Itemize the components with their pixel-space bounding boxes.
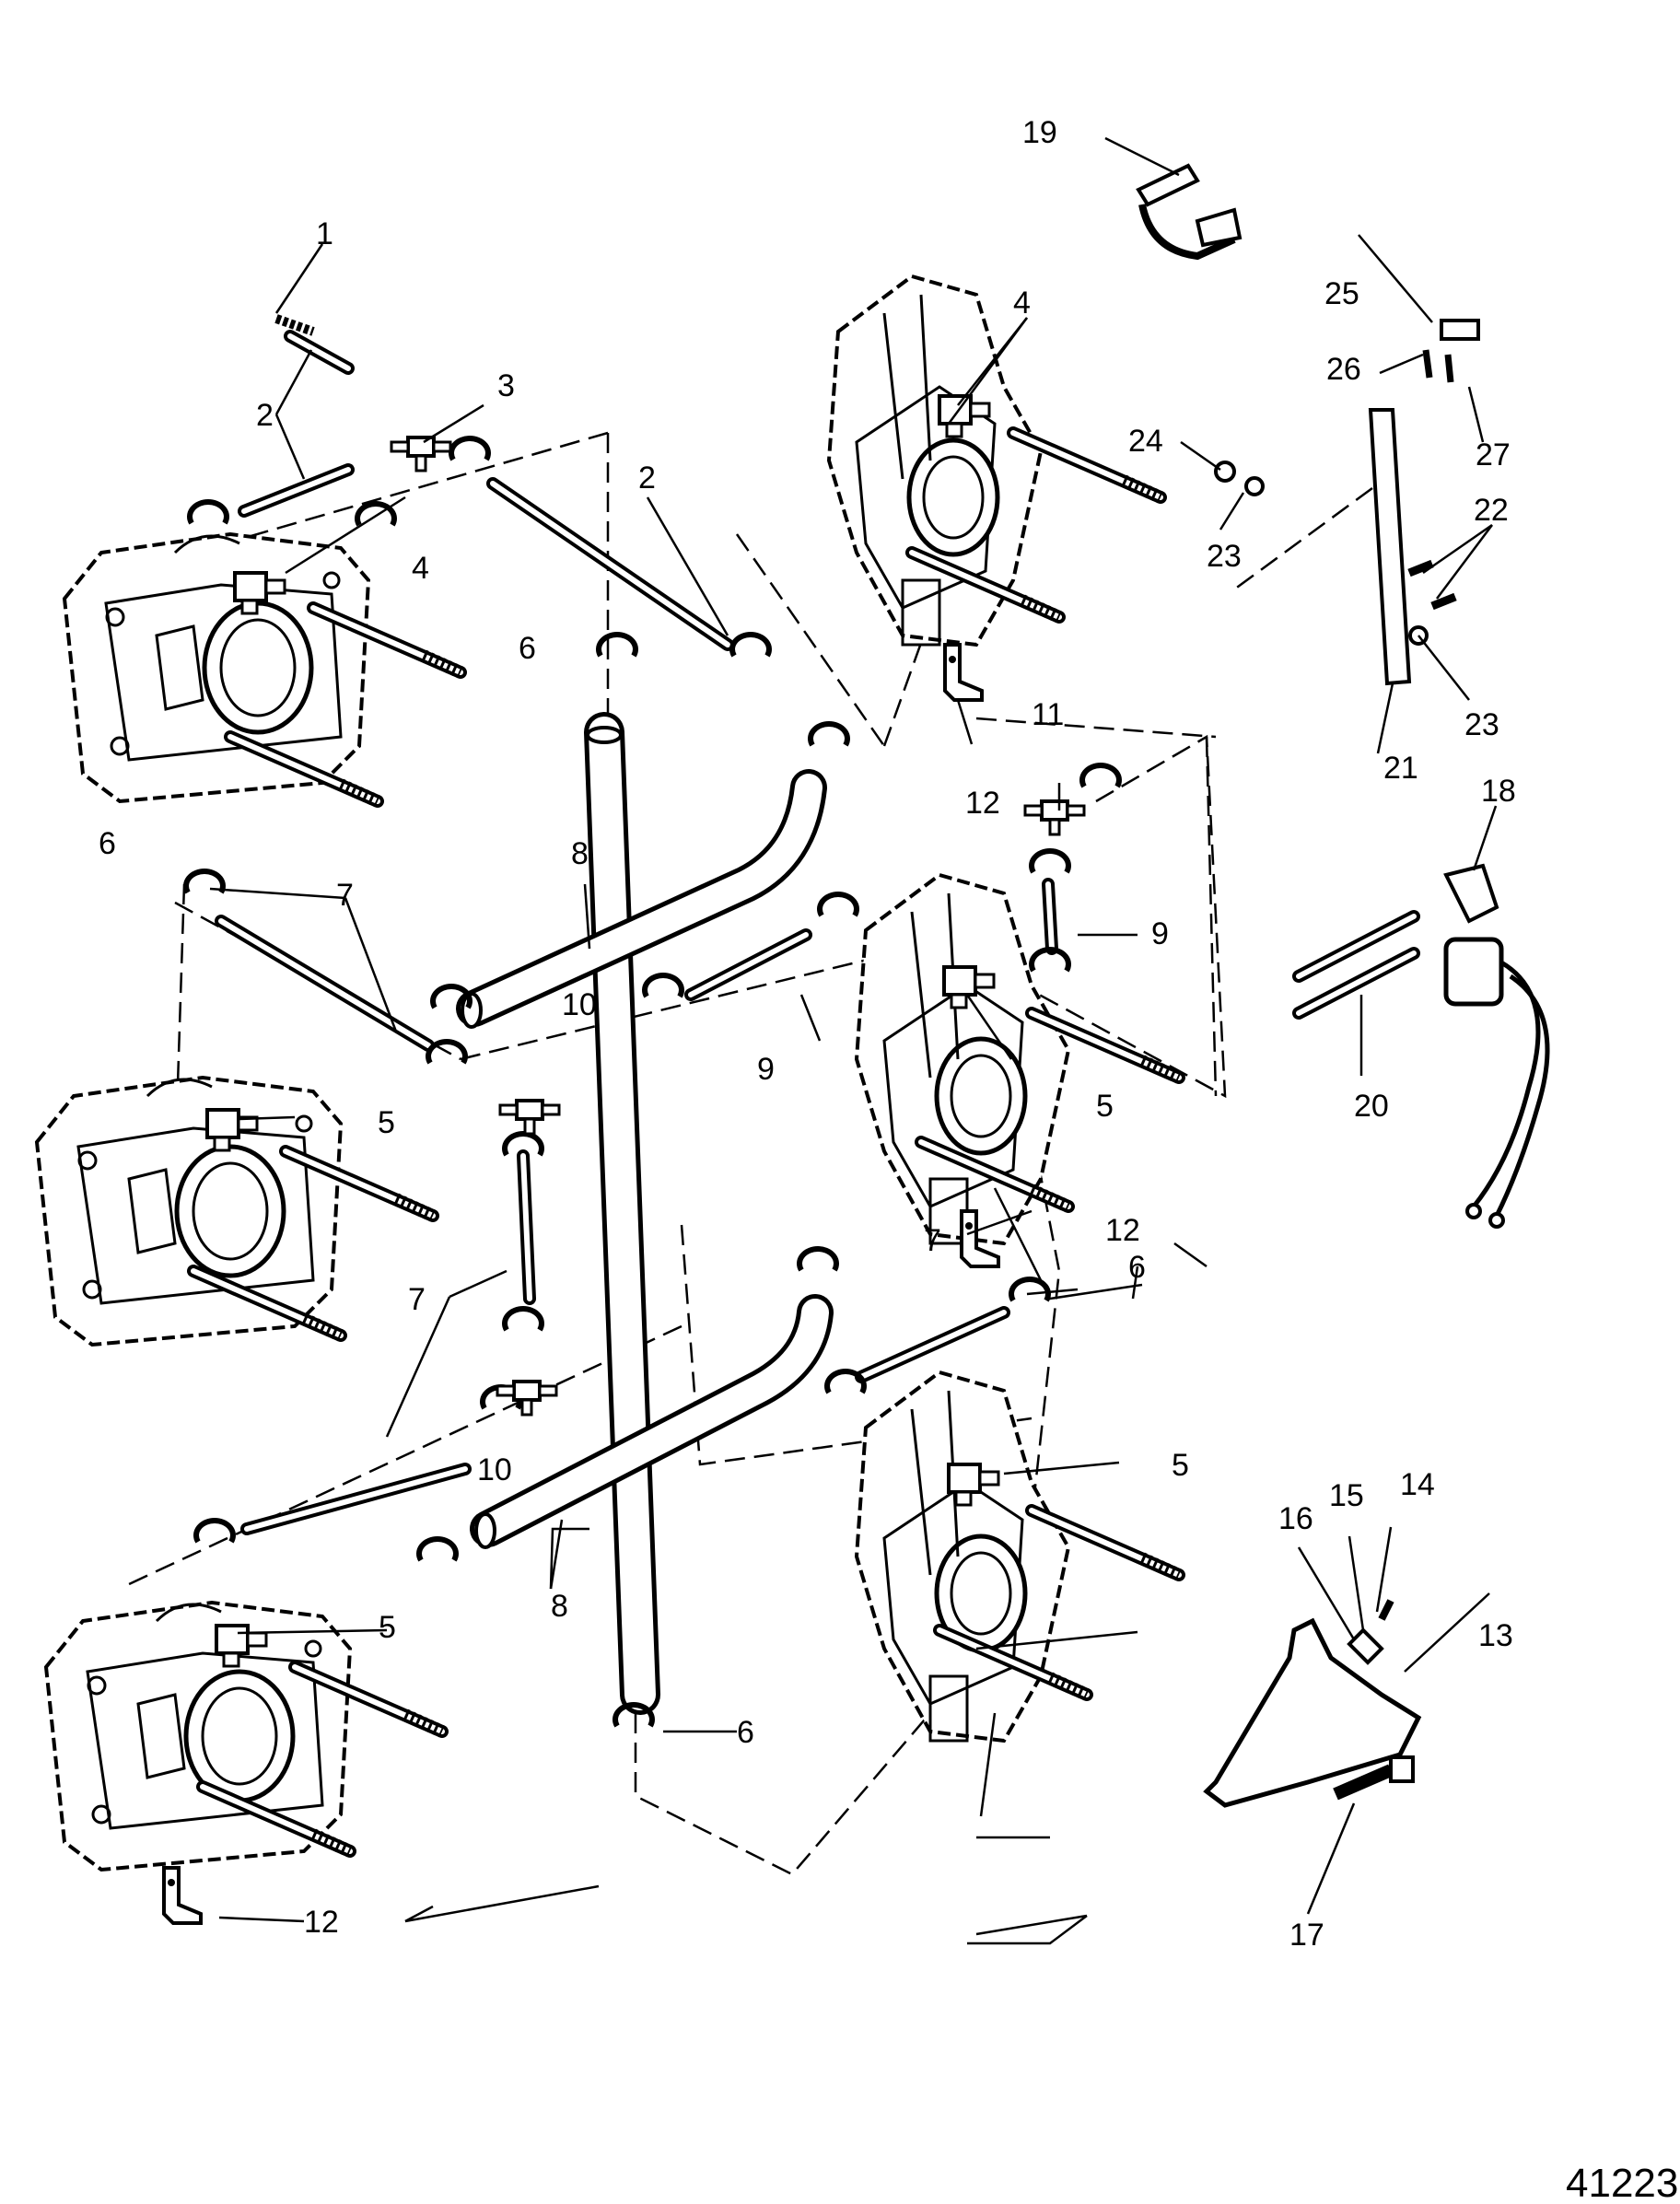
carburetor-top-left bbox=[64, 534, 461, 801]
callout-9: 9 bbox=[1151, 916, 1169, 951]
callout-6: 6 bbox=[737, 1715, 754, 1750]
callout-8: 8 bbox=[571, 836, 589, 871]
link-bracket bbox=[1214, 319, 1480, 686]
callout-6: 6 bbox=[99, 826, 116, 861]
callout-7: 7 bbox=[408, 1282, 426, 1317]
callout-14: 14 bbox=[1400, 1467, 1435, 1502]
bent-hose-upper bbox=[456, 769, 827, 1029]
assembly-guide-lines bbox=[128, 431, 1373, 1876]
carburetor-middle-left bbox=[37, 1078, 433, 1345]
callout-13: 13 bbox=[1478, 1618, 1513, 1653]
callout-11: 11 bbox=[1032, 697, 1064, 732]
callout-5: 5 bbox=[1096, 1089, 1114, 1124]
callout-7: 7 bbox=[924, 1223, 941, 1258]
leader-lines bbox=[209, 136, 1498, 1945]
callout-18: 18 bbox=[1481, 774, 1516, 809]
callout-4: 4 bbox=[1013, 286, 1031, 321]
callout-24: 24 bbox=[1128, 424, 1163, 459]
mounting-strap bbox=[1136, 163, 1242, 261]
callout-5: 5 bbox=[379, 1610, 396, 1645]
callout-25: 25 bbox=[1324, 276, 1359, 311]
callout-5: 5 bbox=[378, 1105, 395, 1140]
carburetor-bottom-right bbox=[857, 1372, 1179, 1741]
callout-21: 21 bbox=[1383, 751, 1418, 786]
solenoid bbox=[1443, 863, 1550, 1229]
callout-7: 7 bbox=[336, 878, 354, 913]
callout-12: 12 bbox=[1105, 1213, 1140, 1248]
callout-3: 3 bbox=[497, 368, 515, 403]
callout-4: 4 bbox=[412, 551, 429, 586]
callout-labels: 1 2 3 2 4 4 6 12 11 18 6 7 8 9 10 9 5 5 … bbox=[99, 115, 1516, 1953]
vertical-hose bbox=[584, 712, 660, 1715]
callout-16: 16 bbox=[1278, 1501, 1313, 1536]
callout-17: 17 bbox=[1289, 1918, 1324, 1953]
carburetor-top-right bbox=[829, 276, 1161, 645]
callout-27: 27 bbox=[1476, 437, 1511, 472]
callout-10: 10 bbox=[477, 1452, 512, 1487]
callout-2: 2 bbox=[256, 398, 274, 433]
callout-5: 5 bbox=[1172, 1448, 1189, 1483]
callout-6: 6 bbox=[1128, 1250, 1146, 1285]
callout-22: 22 bbox=[1474, 493, 1509, 528]
callout-2: 2 bbox=[638, 461, 656, 496]
carburetor-middle-right bbox=[857, 875, 1179, 1243]
callout-10: 10 bbox=[562, 987, 597, 1022]
callout-12: 12 bbox=[304, 1905, 339, 1940]
small-hoses bbox=[215, 330, 1420, 1535]
callout-9: 9 bbox=[757, 1052, 775, 1087]
figure-number: 41223 bbox=[1566, 2161, 1678, 2204]
callout-8: 8 bbox=[551, 1589, 568, 1624]
callout-23: 23 bbox=[1207, 539, 1242, 574]
callout-6: 6 bbox=[519, 631, 536, 666]
callout-19: 19 bbox=[1022, 115, 1057, 150]
callout-23: 23 bbox=[1464, 707, 1499, 742]
fuel-pipe-stub bbox=[274, 314, 315, 336]
callout-20: 20 bbox=[1354, 1089, 1389, 1124]
bent-hose-lower bbox=[470, 1294, 834, 1549]
callout-15: 15 bbox=[1329, 1478, 1364, 1513]
callout-1: 1 bbox=[316, 216, 333, 251]
mounting-plate bbox=[1203, 1599, 1422, 1808]
callout-12: 12 bbox=[965, 786, 1000, 821]
callout-26: 26 bbox=[1326, 352, 1361, 387]
